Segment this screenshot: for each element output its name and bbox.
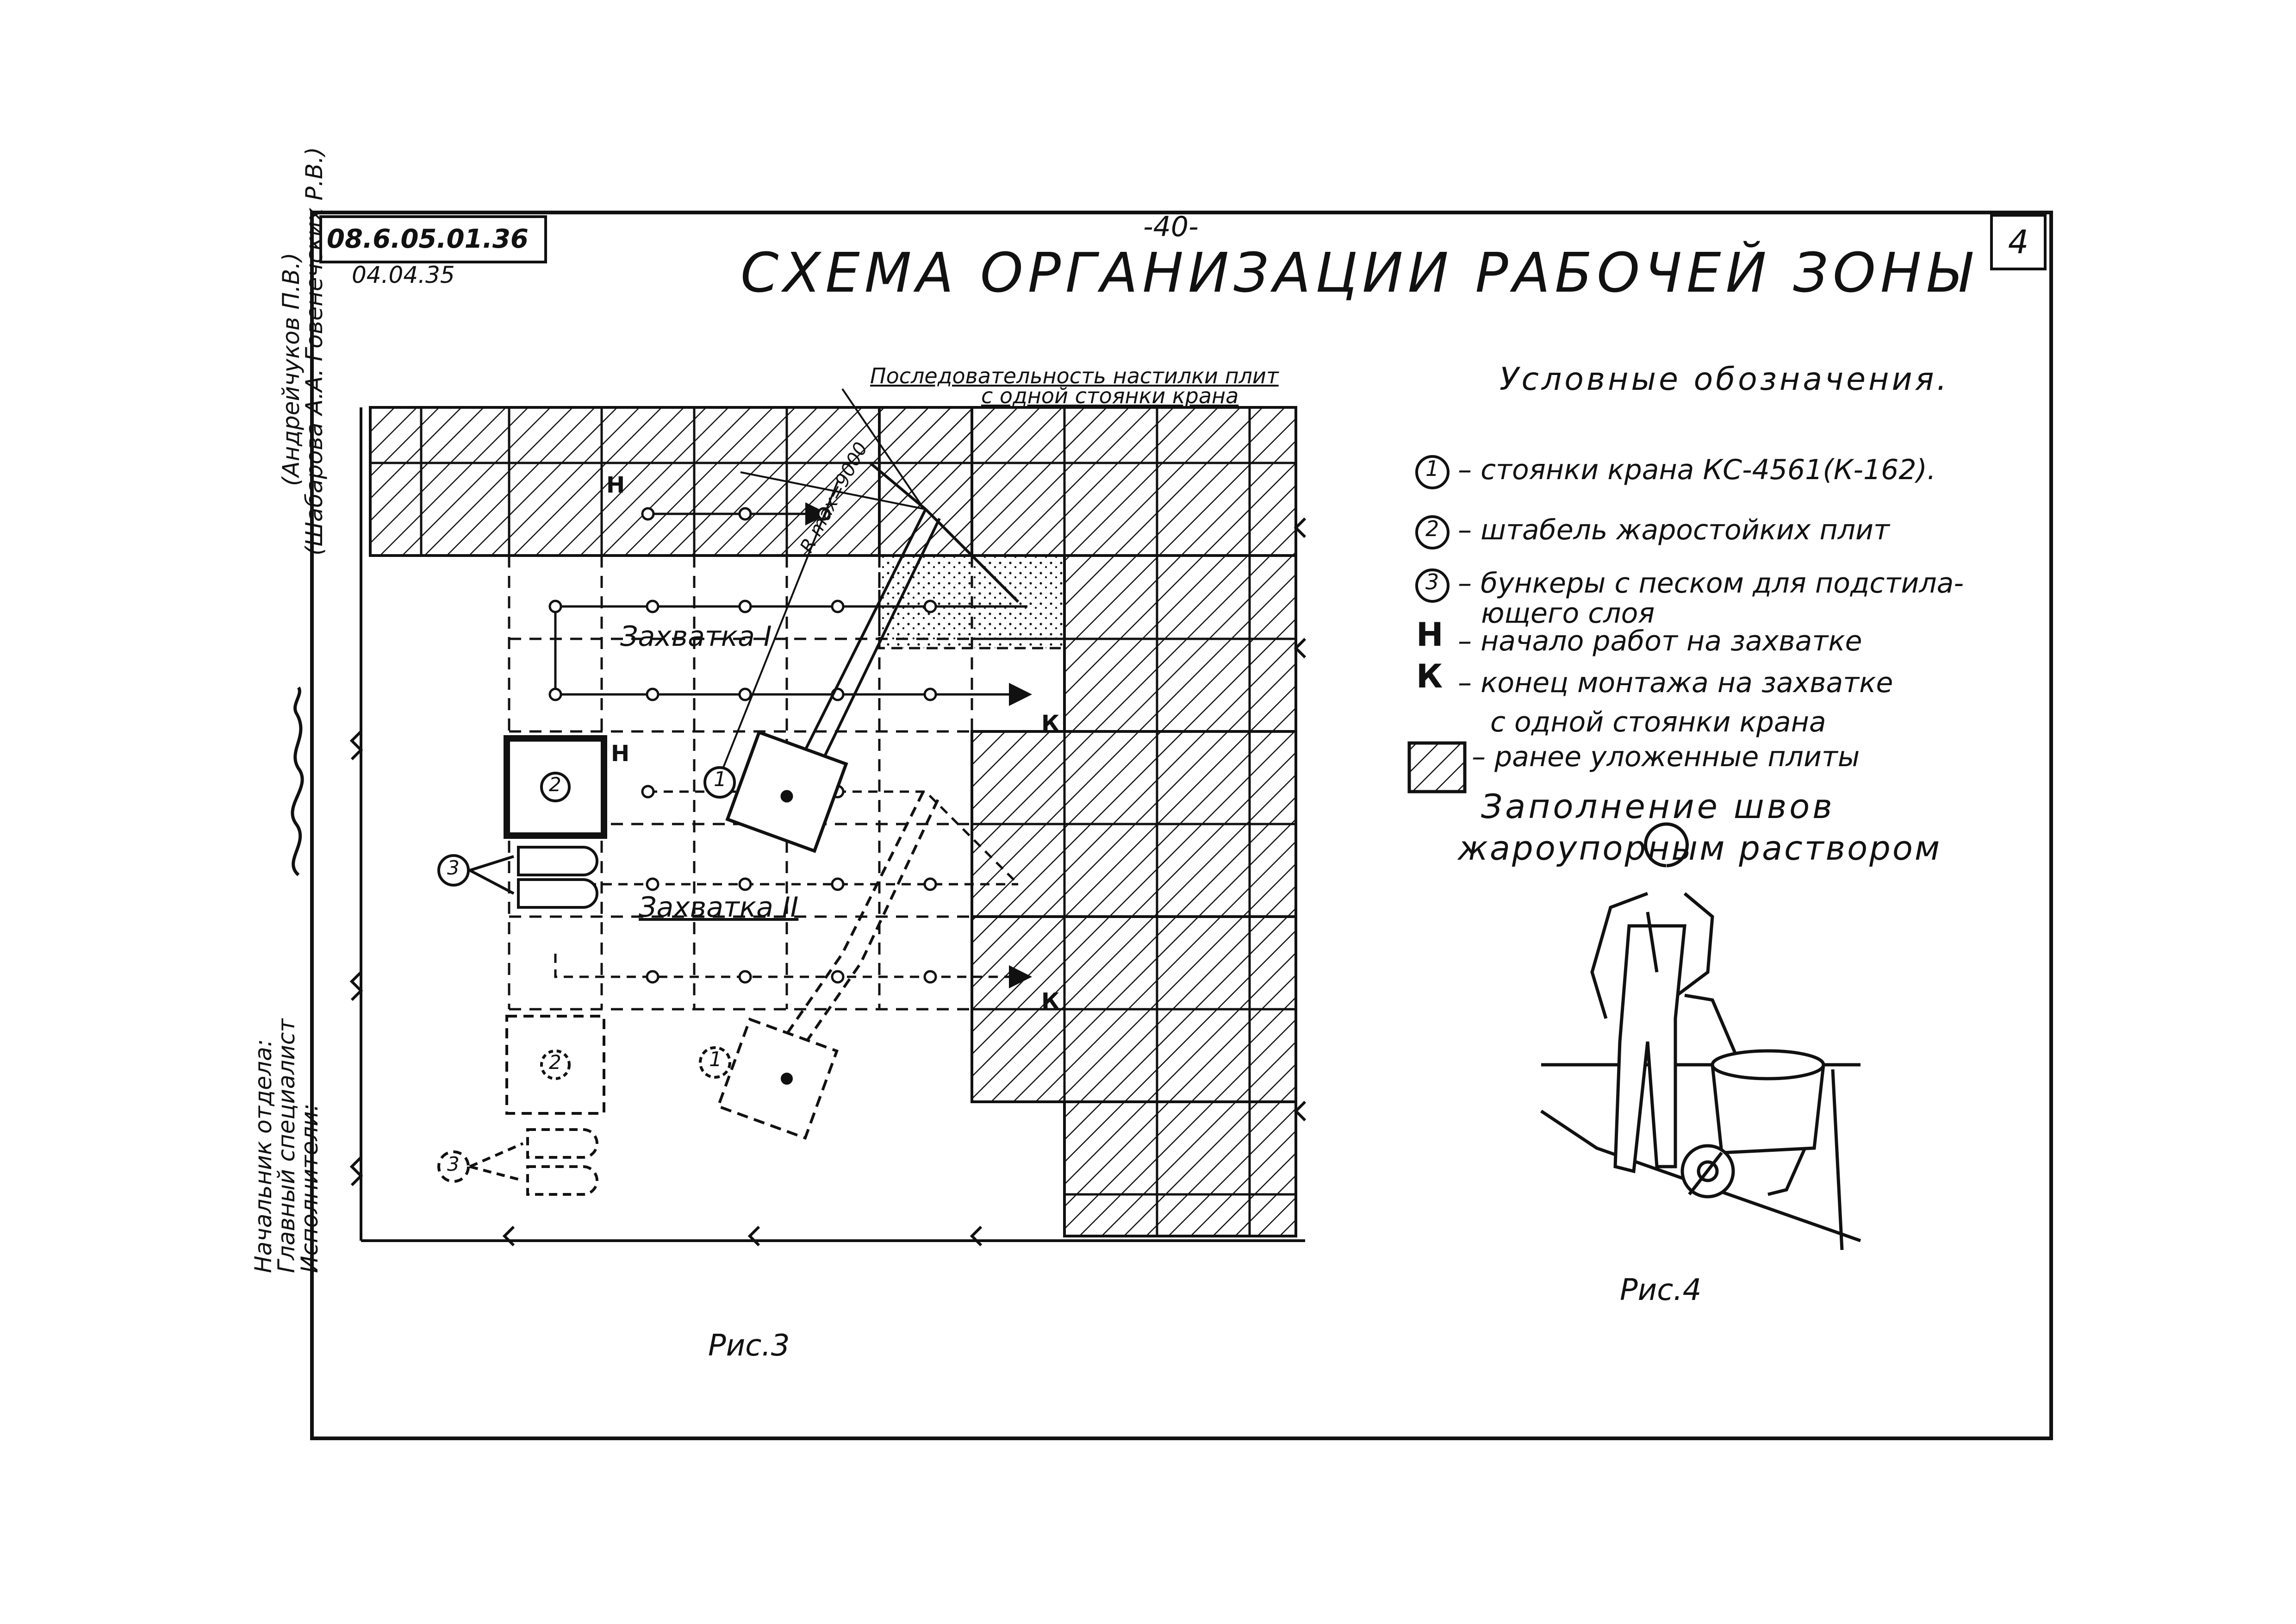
sequence-label-2: с одной стоянки крана <box>981 383 1239 408</box>
legend-item-crane-stand: – стоянки крана КС-4561(К-162). <box>1458 454 1936 486</box>
legend-item-end-cont: с одной стоянки крана <box>1490 706 1826 738</box>
legend-item-start: – начало работ на захватке <box>1458 625 1862 657</box>
sand-bunkers-1 <box>437 846 598 909</box>
document-date: 04.04.35 <box>352 262 455 288</box>
bunker-mark-1: 3 <box>447 856 460 879</box>
zone-2-label: Захватка II <box>639 891 799 924</box>
crane-stand-2 <box>716 1017 839 1140</box>
legend-mark-2: 2 <box>1425 516 1439 541</box>
legend-mark-1: 1 <box>1425 456 1439 481</box>
fig4-heading-2: жароупорным раствором <box>1458 829 1942 868</box>
crane-mark-1: 1 <box>714 768 727 791</box>
sequence-zone-2 <box>554 790 1032 988</box>
slab-stack-1 <box>504 735 607 839</box>
slab-stack-2 <box>505 1015 605 1115</box>
legend-item-end: – конец монтажа на захватке <box>1458 667 1893 699</box>
legend-item-slab-stack: – штабель жаростойких плит <box>1458 514 1890 546</box>
legend-item-bunkers: – бункеры с песком для подстила- <box>1458 567 1964 600</box>
legend-mark-3: 3 <box>1425 569 1439 594</box>
bunker-mark-2: 3 <box>447 1153 460 1175</box>
worker-illustration <box>1540 822 1861 1250</box>
stack-mark-1: 2 <box>549 773 561 796</box>
page-number: -40- <box>1143 211 1199 243</box>
stack-mark-2: 2 <box>549 1051 561 1074</box>
crane-stand-1 <box>725 730 848 853</box>
axis-lines <box>349 407 1307 1247</box>
legend-item-existing-slabs: – ранее уложенные плиты <box>1472 741 1860 773</box>
sheet-number: 4 <box>1990 214 2047 270</box>
legend-item-bunkers-cont: ющего слоя <box>1481 597 1655 630</box>
legend-mark-start: Н <box>1416 616 1444 654</box>
crane-mark-2: 1 <box>709 1048 722 1071</box>
start-mark-zone-2: Н <box>611 741 630 767</box>
start-mark-zone-1: Н <box>606 472 625 498</box>
legend-circles <box>1415 455 1450 603</box>
signature-mark <box>291 687 304 876</box>
legend-heading: Условные обозначения. <box>1500 361 1950 398</box>
document-code: 08.6.05.01.36 <box>319 215 547 263</box>
legend-mark-end: К <box>1416 657 1443 695</box>
legend-hatch-swatch <box>1407 741 1467 793</box>
fig3-caption: Рис.3 <box>708 1329 790 1363</box>
zone-1-label: Захватка I <box>620 620 772 653</box>
drawing-frame <box>310 211 2053 1440</box>
fig4-heading-1: Заполнение швов <box>1481 787 1835 826</box>
sequence-zone-1 <box>548 502 1032 706</box>
crane-jib-lines <box>716 388 1020 1084</box>
page-title: СХЕМА ОРГАНИЗАЦИИ РАБОЧЕЙ ЗОНЫ <box>740 241 1976 305</box>
end-mark-zone-2: К <box>1041 988 1060 1014</box>
fig4-caption: Рис.4 <box>1620 1273 1702 1307</box>
sequence-label-1: Последовательность настилки плит <box>870 363 1279 388</box>
sand-bunkers-2 <box>437 1128 598 1196</box>
crane-mark-circles <box>699 766 736 1079</box>
end-mark-zone-1: К <box>1041 711 1060 737</box>
